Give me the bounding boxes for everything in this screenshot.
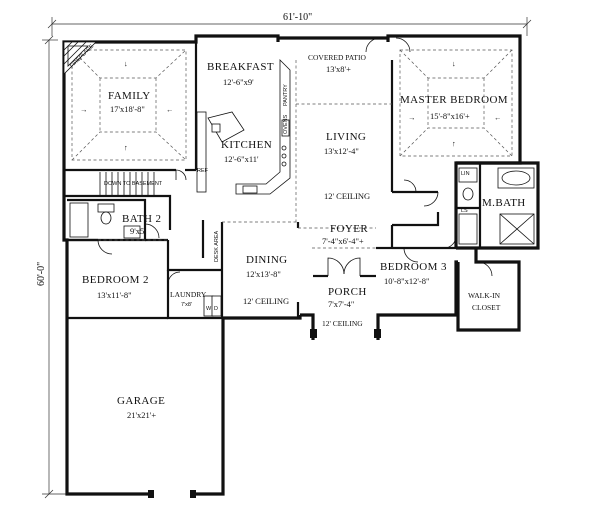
bedroom2-dim: 13'x11'-8": [97, 290, 132, 300]
svg-text:→: →: [408, 113, 416, 122]
dining-note: 12' CEILING: [243, 296, 289, 306]
garage-dim: 21'x21'+: [127, 410, 156, 420]
svg-text:↓: ↓: [124, 59, 128, 68]
living-dim: 13'x12'-4": [324, 146, 359, 156]
exterior-walls: [62, 34, 540, 496]
ceiling-lines: [71, 49, 513, 249]
depth-dimension-label: 60'-0": [36, 262, 47, 286]
svg-text:↑: ↑: [452, 139, 456, 148]
svg-text:→: →: [80, 105, 88, 114]
bedroom3-name: BEDROOM 3: [380, 261, 447, 273]
mbath-ls-label: LS: [461, 208, 468, 214]
kitchen-fixtures: PANTRY OVENS REF: [196, 59, 291, 195]
breakfast-name: BREAKFAST: [207, 61, 274, 73]
garage-door-post-right: [190, 490, 196, 498]
covered-patio-name: COVERED PATIO: [308, 53, 366, 62]
room-labels: FAMILY 17'x18'-8" BREAKFAST 12'-6"x9' CO…: [82, 53, 526, 420]
walkin-name2: CLOSET: [472, 303, 501, 312]
dryer-label: D: [214, 306, 218, 312]
width-dimension-label: 61'-10": [283, 12, 312, 23]
family-dim: 17'x18'-8": [110, 104, 145, 114]
laundry-dim: 7'x8': [181, 302, 192, 308]
desk-label: DESK AREA: [214, 230, 220, 262]
kitchen-name: KITCHEN: [221, 139, 272, 151]
linen-label: LIN: [461, 171, 470, 177]
dining-name: DINING: [246, 254, 288, 266]
master-bedroom-dim: 15'-8"x16'+: [430, 111, 470, 121]
porch-dim: 7'x7'-4": [328, 299, 354, 309]
svg-text:↑: ↑: [124, 143, 128, 152]
porch-name: PORCH: [328, 286, 367, 298]
family-name: FAMILY: [108, 90, 151, 102]
interior-walls: [64, 42, 482, 320]
svg-text:↓: ↓: [452, 59, 456, 68]
living-name: LIVING: [326, 131, 366, 143]
garage-door-post-left: [148, 490, 154, 498]
bath2-name: BATH 2: [122, 213, 161, 225]
foyer-name: FOYER: [330, 223, 368, 235]
covered-patio-dim: 13'x8'+: [326, 64, 351, 74]
pantry-label: PANTRY: [283, 84, 289, 106]
kitchen-dim: 12'-6"x11': [224, 154, 259, 164]
bath2-fixtures: [69, 202, 141, 239]
stair-label: DOWN TO BASEMENT: [104, 181, 163, 187]
bath2-dim: 9'x5': [130, 226, 146, 236]
doors: [97, 37, 493, 285]
porch-post-left: [310, 329, 317, 338]
garage-name: GARAGE: [117, 395, 165, 407]
ovens-label: OVENS: [283, 114, 289, 134]
depth-dimension: 60'-0": [36, 35, 70, 499]
tray-arrows: ↓ ↑ → ← ↓ ↑ → ←: [80, 59, 502, 152]
svg-text:←: ←: [166, 105, 174, 114]
breakfast-dim: 12'-6"x9': [223, 77, 254, 87]
porch-post-right: [374, 329, 381, 338]
width-dimension: 61'-10": [47, 12, 532, 36]
svg-text:←: ←: [494, 113, 502, 122]
living-note: 12' CEILING: [324, 191, 370, 201]
laundry-name: LAUNDRY: [170, 290, 207, 299]
laundry-fixtures: W D DESK AREA: [203, 230, 222, 317]
stairs: DOWN TO BASEMENT: [99, 172, 163, 195]
mbath-fixtures: LIN LS: [458, 167, 535, 245]
dining-dim: 12'x13'-8": [246, 269, 281, 279]
ref-label: REF: [197, 168, 209, 174]
porch-note: 12' CEILING: [322, 319, 363, 328]
walkin-name: WALK-IN: [468, 291, 501, 300]
mbath-name: M.BATH: [482, 197, 526, 209]
master-bedroom-name: MASTER BEDROOM: [400, 94, 508, 106]
washer-label: W: [206, 306, 212, 312]
fireplace: FIREPLACE: [63, 41, 97, 75]
bedroom3-dim: 10'-8"x12'-8": [384, 276, 429, 286]
foyer-dim: 7'-4"x6'-4"+: [322, 236, 364, 246]
bedroom2-name: BEDROOM 2: [82, 274, 149, 286]
